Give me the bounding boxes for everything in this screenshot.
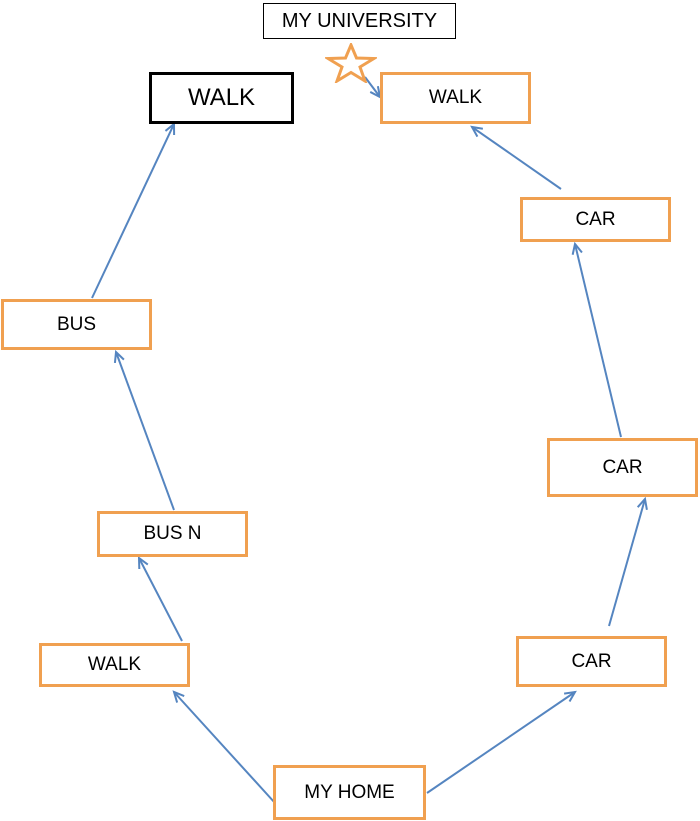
node-walk-left: WALK <box>39 643 190 687</box>
edge-bus-n-to-bus <box>115 351 175 511</box>
node-car-top: CAR <box>520 197 671 242</box>
node-label: WALK <box>187 84 256 111</box>
node-label: WALK <box>87 654 142 675</box>
node-bus: BUS <box>1 299 152 350</box>
edge-walk-left-to-bus-n <box>138 557 183 642</box>
arrow-head-icon <box>470 125 484 138</box>
node-label: CAR <box>571 650 612 672</box>
arrow-head-icon <box>137 555 149 570</box>
edge-home-to-car-bottom <box>426 691 576 794</box>
edge-home-to-walk-left <box>173 691 276 804</box>
node-label: BUS <box>56 313 97 335</box>
node-walk-top-left: WALK <box>149 72 294 124</box>
arrow-head-icon <box>164 121 176 136</box>
node-car-bottom: CAR <box>516 636 667 687</box>
node-label: MY UNIVERSITY <box>281 9 438 32</box>
edge-car-middle-to-car-top <box>574 243 622 438</box>
edge-car-top-to-walk-top-right <box>471 126 562 190</box>
arrow-head-icon <box>571 241 583 255</box>
node-walk-top-right: WALK <box>380 72 531 124</box>
arrow-head-icon <box>113 349 125 364</box>
node-label: BUS N <box>143 523 202 544</box>
node-label: WALK <box>428 87 483 108</box>
edge-car-bottom-to-car-middle <box>608 498 646 627</box>
node-label: MY HOME <box>304 781 395 803</box>
node-my-home: MY HOME <box>273 765 426 820</box>
edge-layer <box>91 76 648 804</box>
node-my-university: MY UNIVERSITY <box>263 3 456 39</box>
node-label: CAR <box>602 456 643 478</box>
node-label: CAR <box>575 208 616 230</box>
arrow-head-icon <box>172 690 185 703</box>
arrow-head-icon <box>563 690 577 703</box>
node-bus-n: BUS N <box>97 511 248 557</box>
star-outline-icon <box>325 43 377 83</box>
edge-university-to-walk-top-right <box>364 76 381 98</box>
arrow-head-icon <box>636 496 648 511</box>
node-car-middle: CAR <box>547 438 698 497</box>
edge-bus-to-walk-top-left <box>91 123 175 299</box>
